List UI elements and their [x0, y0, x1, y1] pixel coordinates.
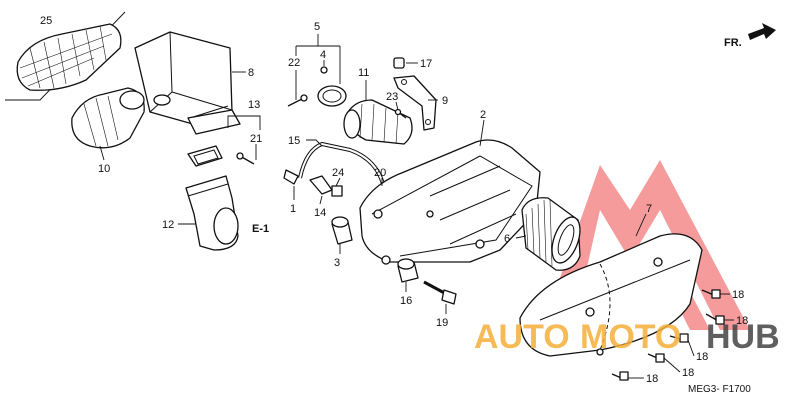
- part-22-bolt: [287, 94, 308, 107]
- drawing-code: MEG3- F1700: [688, 384, 751, 395]
- part-18-bolt-e: [611, 371, 629, 381]
- callout-18-b: 18: [736, 315, 748, 327]
- watermark-text-hub: HUB: [706, 318, 780, 356]
- callout-12: 12: [162, 219, 174, 231]
- watermark-text-moto: MOTO: [580, 318, 681, 356]
- part-14-plug: [309, 175, 333, 195]
- part-5-hose-clamp: [317, 85, 347, 107]
- part-25-filter-mesh: [5, 11, 126, 101]
- front-direction-indicator: FR.: [724, 23, 776, 49]
- part-6-filter-element: [521, 197, 581, 271]
- part-3-grommet: [331, 216, 353, 245]
- callout-24: 24: [332, 167, 344, 179]
- part-15-breather-hose: [298, 142, 386, 189]
- callout-8: 8: [248, 67, 254, 79]
- callout-6: 6: [504, 233, 510, 245]
- callout-7: 7: [646, 203, 652, 215]
- callout-22: 22: [288, 57, 300, 69]
- part-9-bracket: [393, 75, 437, 131]
- part-13-gasket-set: [187, 109, 241, 167]
- part-17-nut: [393, 57, 405, 69]
- callout-1: 1: [290, 203, 296, 215]
- part-21-screw: [236, 152, 255, 165]
- front-direction-label: FR.: [724, 37, 742, 49]
- callout-5: 5: [314, 21, 320, 33]
- callout-21: 21: [250, 133, 262, 145]
- callout-15: 15: [288, 135, 300, 147]
- part-16-grommet: [397, 258, 419, 283]
- watermark-mountain-outer: [545, 160, 750, 330]
- part-10-intake-duct: [71, 87, 145, 149]
- part-1-clip: [283, 169, 299, 185]
- callout-19: 19: [436, 317, 448, 329]
- callout-2: 2: [480, 109, 486, 121]
- callout-13: 13: [248, 99, 260, 111]
- callout-9: 9: [442, 95, 448, 107]
- callout-16: 16: [400, 295, 412, 307]
- callout-11: 11: [358, 67, 369, 79]
- part-8-air-box-cover: [134, 31, 233, 127]
- watermark-text: AUTO MOTO HUB: [474, 318, 780, 356]
- front-direction-arrow-icon: [748, 23, 776, 40]
- part-4-clamp-screw: [320, 66, 328, 74]
- part-11-connecting-tube: [343, 99, 413, 145]
- part-2-air-cleaner-case: [359, 139, 541, 265]
- callout-23: 23: [386, 91, 398, 103]
- callout-18-c: 18: [696, 351, 708, 363]
- callout-18-a: 18: [732, 289, 744, 301]
- callout-4: 4: [320, 49, 326, 61]
- part-7-side-cover: [519, 233, 703, 357]
- section-reference: E-1: [252, 223, 269, 235]
- leader-lines: [99, 34, 734, 379]
- callout-20: 20: [374, 167, 386, 179]
- callout-14: 14: [314, 207, 326, 219]
- part-19-bolt: [423, 280, 457, 305]
- callout-3: 3: [334, 257, 340, 269]
- part-24-clip: [331, 185, 343, 197]
- part-18-bolt-c: [669, 333, 689, 343]
- watermark-text-auto: AUTO: [474, 318, 570, 356]
- callout-25: 25: [40, 15, 52, 27]
- callout-17: 17: [420, 58, 432, 70]
- callout-10: 10: [98, 163, 110, 175]
- callout-18-d: 18: [682, 367, 694, 379]
- callout-18-e: 18: [646, 373, 658, 385]
- part-12-intake-funnel: [185, 175, 239, 251]
- callout-labels: 25 8 5 22 4 17 11 9 23 13 21 2 10 15 24 …: [40, 15, 748, 385]
